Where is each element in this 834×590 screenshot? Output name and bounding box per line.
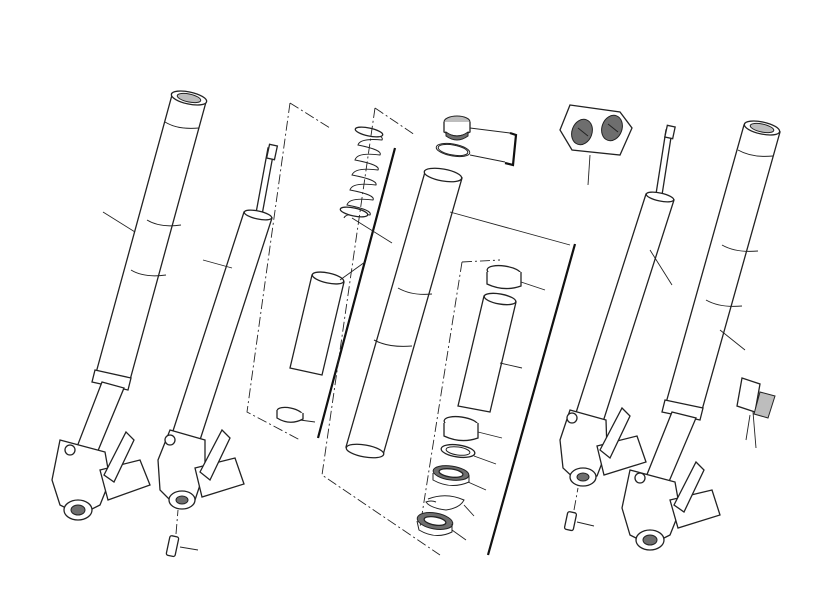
o-ring bbox=[435, 142, 506, 163]
adjuster-caps bbox=[559, 104, 633, 186]
back-up-ring bbox=[440, 443, 497, 465]
spacer-tube bbox=[289, 261, 366, 376]
top-cap bbox=[443, 115, 511, 141]
upper-bushing bbox=[486, 264, 546, 291]
fork-spring bbox=[339, 126, 393, 244]
right-fork-leg-assembly bbox=[621, 120, 781, 551]
retaining-clip bbox=[425, 495, 475, 517]
left-damper-cartridge bbox=[157, 143, 279, 510]
lower-bushing bbox=[443, 415, 503, 442]
right-bleed-screw bbox=[563, 487, 595, 532]
spring-seat bbox=[276, 406, 316, 423]
lower-tube-guide bbox=[457, 292, 523, 413]
oil-seal bbox=[432, 465, 487, 491]
left-fork-leg-assembly bbox=[51, 90, 208, 521]
right-damper-cartridge bbox=[559, 124, 676, 487]
left-bleed-screw bbox=[165, 509, 199, 558]
outer-fork-tube bbox=[345, 167, 571, 459]
reflector bbox=[736, 377, 776, 449]
dust-seal bbox=[416, 512, 467, 541]
